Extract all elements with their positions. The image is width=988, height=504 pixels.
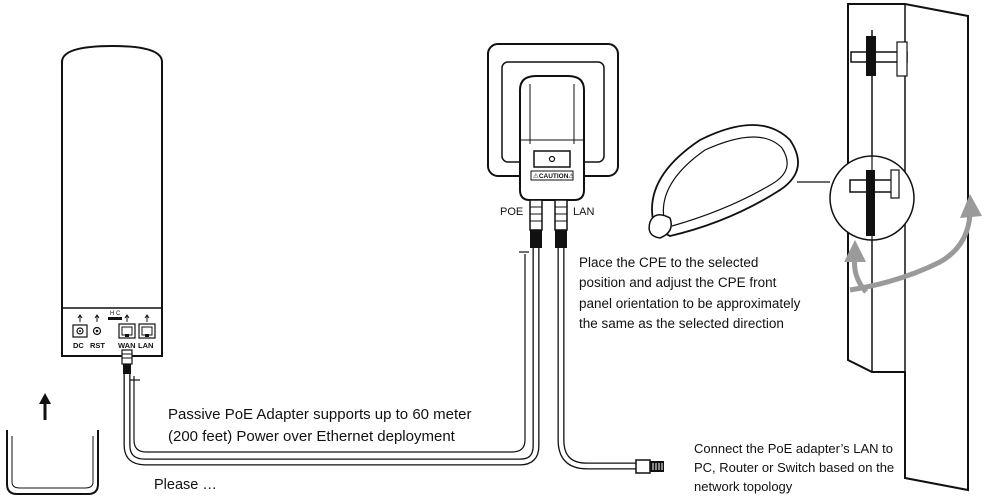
detail-bracket <box>849 156 900 240</box>
port-label-dc: DC <box>73 341 84 350</box>
port-label-wan: WAN <box>118 341 136 350</box>
zip-tie-loop <box>651 124 799 237</box>
bottom-cap <box>6 430 99 495</box>
cpe-body <box>61 44 163 357</box>
switch-label: H C <box>110 311 121 317</box>
port-label-rst: RST <box>90 341 105 350</box>
poe-adapter-body <box>519 75 585 201</box>
rj45-plug-icon <box>635 459 664 474</box>
wan-port <box>118 323 136 339</box>
cpe-wan-plug <box>121 349 133 374</box>
ethernet-cables <box>123 248 636 470</box>
rst-button <box>92 326 102 336</box>
cpe-device: H C <box>61 44 163 374</box>
mounting-illustration <box>648 3 982 492</box>
adapter-poe-connector <box>529 199 543 248</box>
rotate-arrow-head-top-icon <box>960 194 982 218</box>
cable-poe-inner <box>124 248 539 465</box>
switch-slider <box>108 317 122 320</box>
cpe-port-arrows <box>77 314 150 322</box>
lan-port <box>138 323 156 339</box>
bottom-cap-inner <box>11 436 94 489</box>
port-label-lan: LAN <box>138 341 153 350</box>
poe-port-label: POE <box>500 206 523 218</box>
caution-label: ⚠CAUTION⚠ <box>533 173 574 180</box>
cable-guide-line <box>133 254 526 453</box>
rotate-arrow-head-left-icon <box>844 240 866 262</box>
top-bracket <box>850 36 908 77</box>
adapter-led-icon <box>548 155 556 163</box>
poe-adapter-assembly: ⚠CAUTION⚠ POE LAN <box>487 43 619 248</box>
lan-port-label: LAN <box>573 206 594 218</box>
cable-lan-inner <box>558 248 636 469</box>
mounting-instruction: Place the CPE to the selected position a… <box>579 255 801 331</box>
cap-assembly <box>6 393 99 495</box>
pole-panel <box>847 3 969 492</box>
cpe-hc-switch: H C <box>108 311 122 320</box>
lan-connect-caption: Connect the PoE adapter’s LAN to PC, Rou… <box>694 441 895 494</box>
poe-range-caption: Passive PoE Adapter supports up to 60 me… <box>168 406 472 445</box>
adapter-lan-connector <box>554 199 568 248</box>
up-arrow-head-icon <box>39 393 51 404</box>
zip-tie-head <box>648 214 672 239</box>
caution-label-box <box>530 170 574 181</box>
rotate-arrow-icon <box>849 213 973 293</box>
zip-tie-inner <box>662 136 788 227</box>
cut-off-caption: Please … <box>154 477 217 493</box>
dc-port <box>72 324 88 338</box>
